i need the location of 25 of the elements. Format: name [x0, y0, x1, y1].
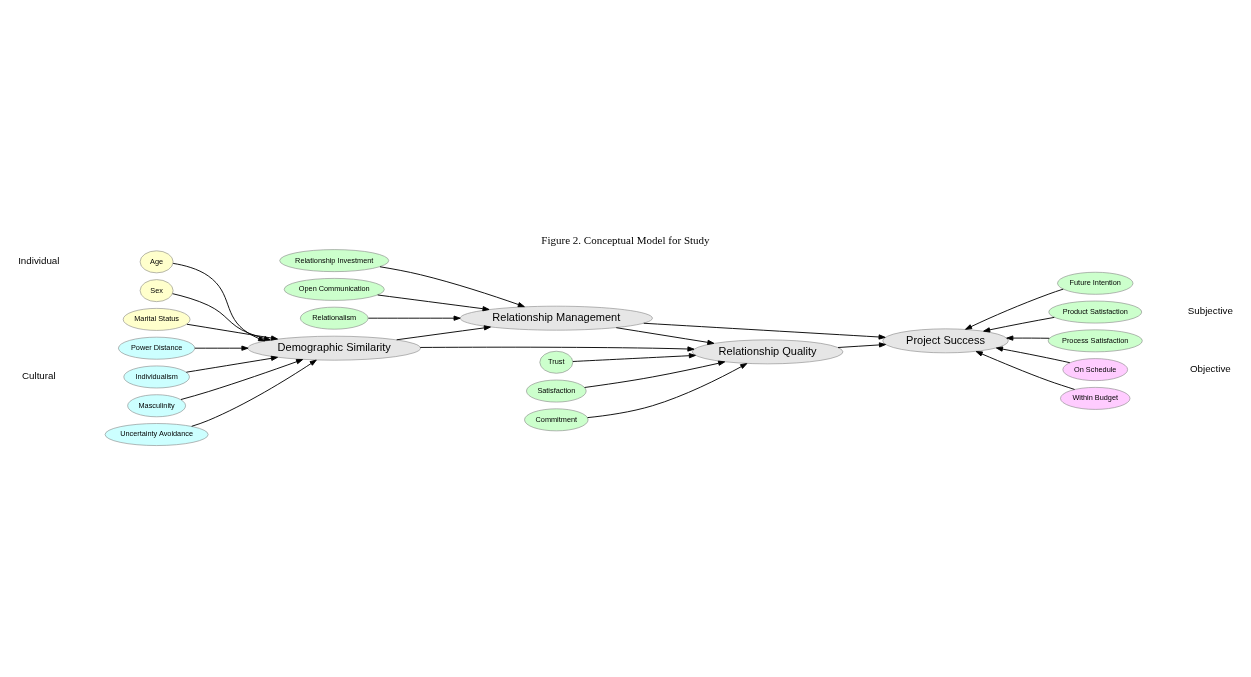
arrow — [191, 359, 317, 427]
arrow — [615, 326, 715, 345]
arrow — [1006, 335, 1050, 341]
arrow — [194, 345, 249, 351]
label: Objective — [1189, 362, 1231, 374]
arrow — [379, 265, 525, 307]
arrow — [995, 346, 1071, 363]
diagram-title: Figure 2. Conceptual Model for Study — [541, 233, 710, 246]
arrow — [396, 324, 491, 340]
arrow — [983, 316, 1055, 332]
arrow — [572, 352, 696, 362]
label: Individual — [18, 254, 60, 266]
arrow — [185, 355, 278, 373]
arrow — [965, 288, 1064, 330]
arrow — [367, 315, 461, 321]
arrow — [584, 360, 726, 388]
arrow — [419, 345, 695, 352]
arrow — [643, 322, 886, 340]
label: Subjective — [1187, 304, 1233, 316]
arrow — [180, 358, 304, 400]
arrow — [587, 362, 748, 418]
arrow — [377, 294, 490, 311]
arrow — [837, 341, 887, 348]
label: Cultural — [21, 369, 56, 381]
arrow — [975, 350, 1075, 390]
